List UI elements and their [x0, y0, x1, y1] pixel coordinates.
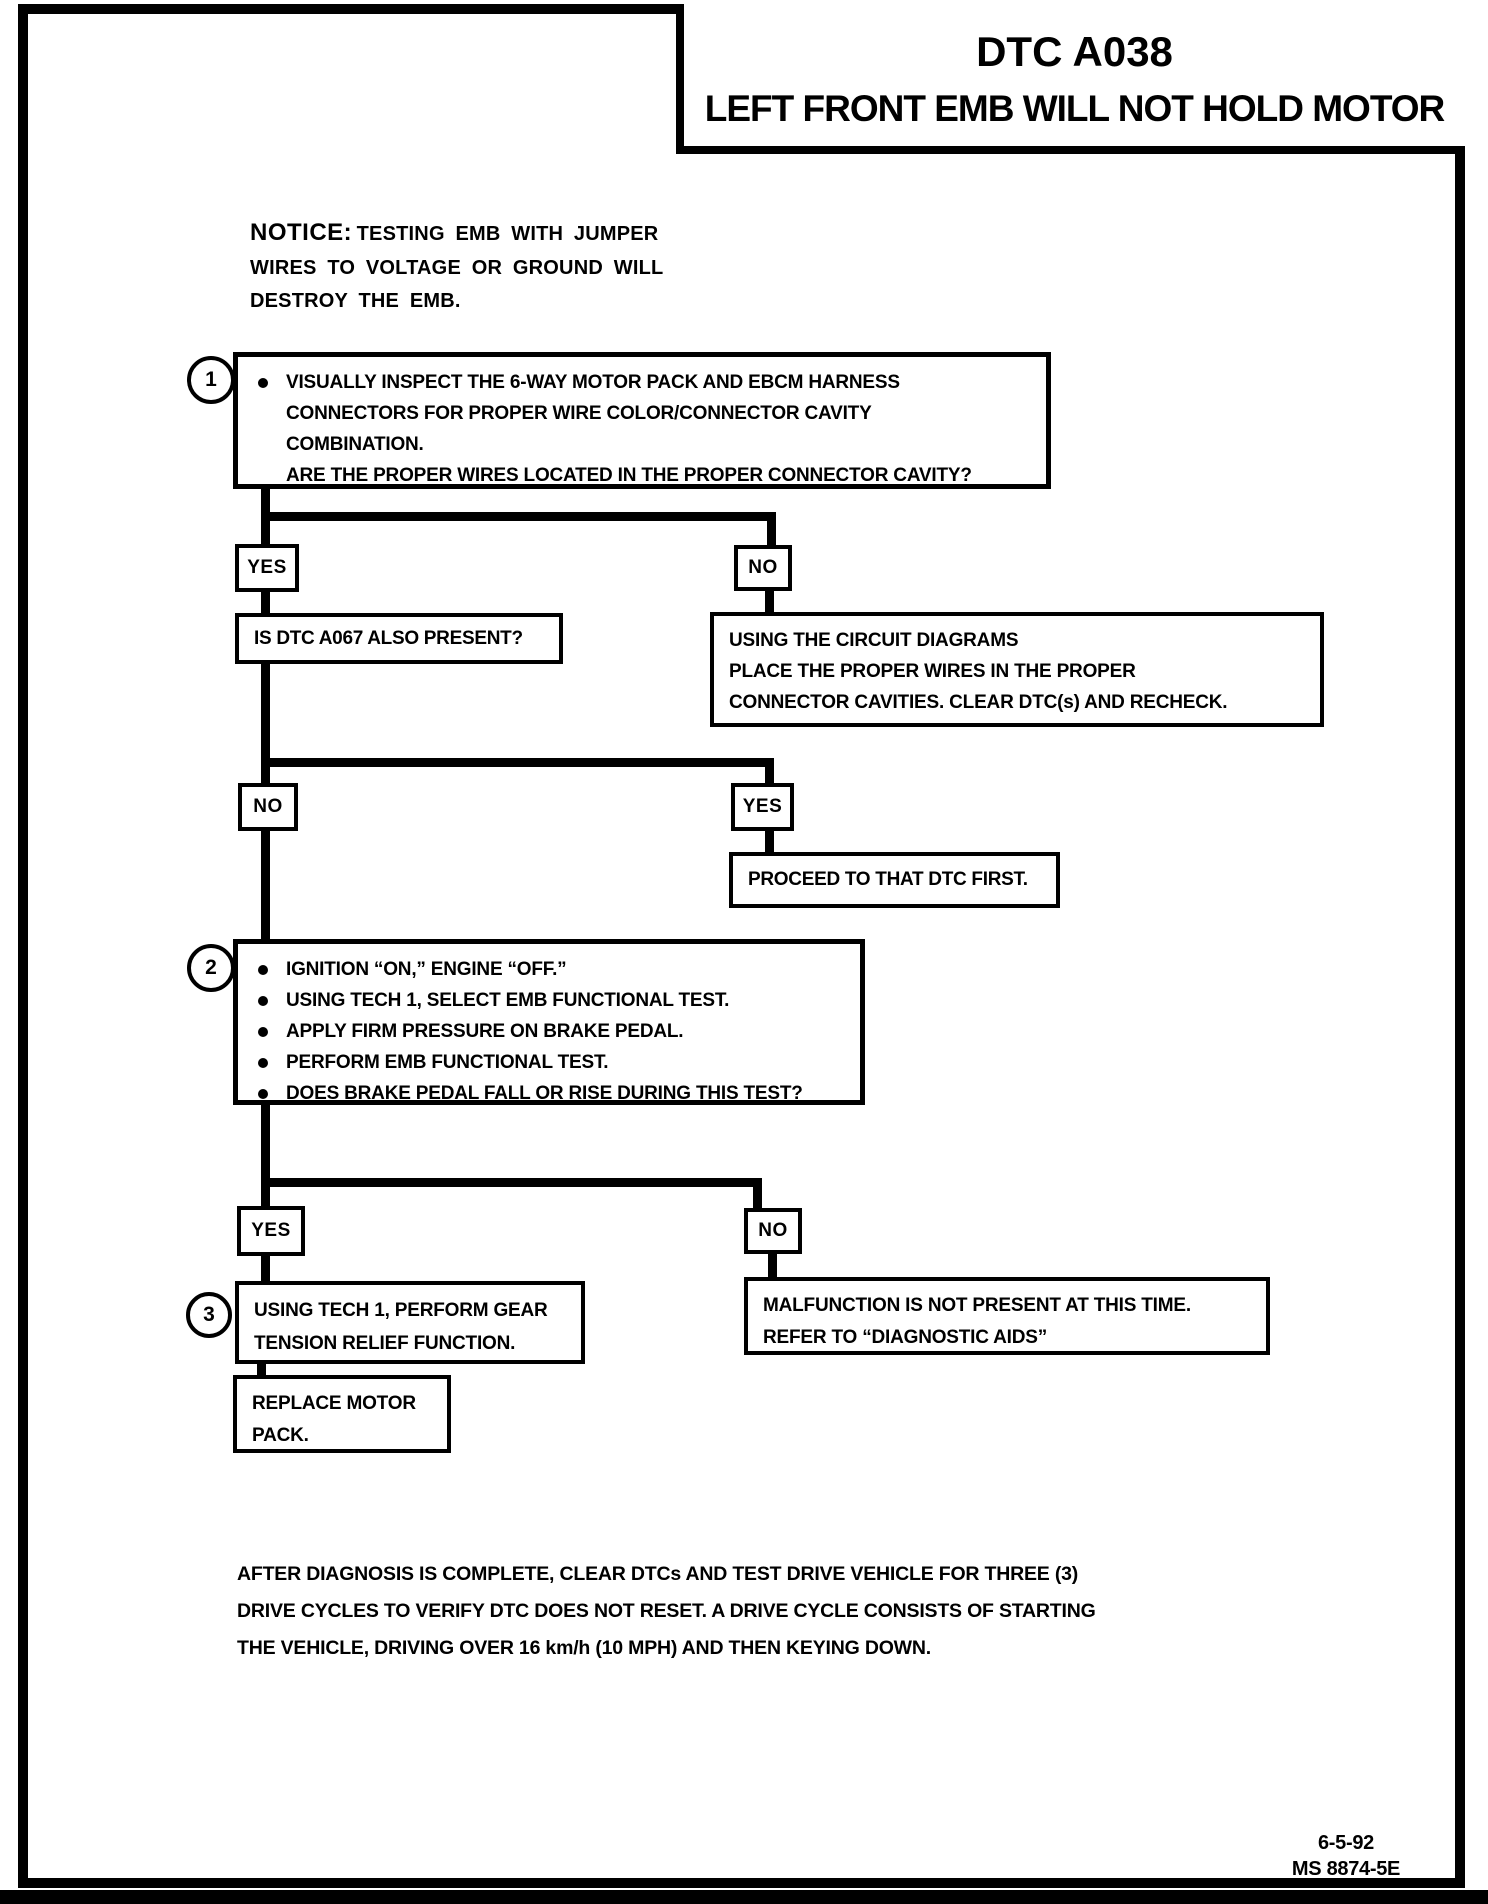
proceed-text: PROCEED TO THAT DTC FIRST.: [748, 869, 1028, 890]
step-2-bullet-4: PERFORM EMB FUNCTIONAL TEST.: [286, 1051, 609, 1073]
yes-label: YES: [247, 557, 287, 578]
bullet-icon: [258, 1026, 268, 1037]
footer-date: 6-5-92: [1317, 1832, 1374, 1854]
step-2-bullet-2: USING TECH 1, SELECT EMB FUNCTIONAL TEST…: [286, 989, 730, 1011]
dtc-code: DTC A038: [976, 28, 1173, 75]
bullet-icon: [258, 1088, 268, 1099]
branch-3-yes: YES: [237, 1206, 305, 1256]
step-3-box: USING TECH 1, PERFORM GEAR TENSION RELIE…: [235, 1281, 585, 1364]
step-1-line-2: CONNECTORS FOR PROPER WIRE COLOR/CONNECT…: [286, 402, 872, 424]
circuit-fix-line-2: PLACE THE PROPER WIRES IN THE PROPER: [729, 661, 1136, 682]
step-3-line-1: USING TECH 1, PERFORM GEAR: [254, 1300, 548, 1321]
connector-dtccheck-down: [261, 664, 270, 785]
bullet-icon: [258, 964, 268, 975]
notice-block: NOTICE: TESTING EMB WITH JUMPER WIRES TO…: [250, 216, 720, 318]
connector-yes3-stub: [261, 1256, 270, 1283]
connector-no2-down: [261, 831, 270, 941]
closing-line-2: DRIVE CYCLES TO VERIFY DTC DOES NOT RESE…: [237, 1600, 1096, 1622]
connector-step1-branch: [261, 512, 776, 521]
connector-yes2-stub-bottom: [765, 831, 774, 853]
step-1-line-3: COMBINATION.: [286, 433, 424, 455]
bullet-icon: [258, 377, 268, 388]
step-2-box: IGNITION “ON,” ENGINE “OFF.” USING TECH …: [233, 939, 865, 1105]
connector-step2-down: [261, 1105, 270, 1208]
proceed-box: PROCEED TO THAT DTC FIRST.: [729, 852, 1060, 908]
step-2-number-label: 2: [205, 956, 217, 979]
connector-no3-stub-top: [753, 1178, 762, 1209]
malfunction-box: MALFUNCTION IS NOT PRESENT AT THIS TIME.…: [744, 1277, 1270, 1355]
notice-line-3: DESTROY THE EMB.: [250, 290, 461, 312]
step-1-number-label: 1: [205, 368, 217, 391]
step-1-number: 1: [187, 356, 235, 404]
step-2-bullet-1: IGNITION “ON,” ENGINE “OFF.”: [286, 958, 567, 980]
branch-2-no: NO: [238, 783, 298, 831]
step-1-line-1: VISUALLY INSPECT THE 6-WAY MOTOR PACK AN…: [286, 371, 900, 393]
connector-step2-branch: [261, 1178, 762, 1187]
branch-2-yes: YES: [731, 783, 794, 831]
notice-line-1: TESTING EMB WITH JUMPER: [356, 223, 659, 245]
yes-label: YES: [251, 1220, 291, 1241]
branch-1-yes: YES: [235, 544, 299, 592]
no-label: NO: [253, 796, 283, 817]
bullet-icon: [258, 1057, 268, 1068]
no-label: NO: [758, 1220, 788, 1241]
replace-line-2: PACK.: [252, 1425, 309, 1446]
branch-3-no: NO: [744, 1208, 802, 1254]
step-1-question: ARE THE PROPER WIRES LOCATED IN THE PROP…: [286, 464, 972, 486]
dtc-a067-text: IS DTC A067 ALSO PRESENT?: [254, 627, 523, 649]
step-3-line-2: TENSION RELIEF FUNCTION.: [254, 1333, 516, 1354]
dtc-a067-box: IS DTC A067 ALSO PRESENT?: [235, 613, 563, 664]
replace-box: REPLACE MOTOR PACK.: [233, 1375, 451, 1453]
connector-no3-stub-bottom: [768, 1254, 777, 1279]
notice-line-2: WIRES TO VOLTAGE OR GROUND WILL: [250, 257, 664, 279]
circuit-fix-line-3: CONNECTOR CAVITIES. CLEAR DTC(s) AND REC…: [729, 692, 1228, 713]
connector-dtccheck-branch: [261, 758, 774, 767]
closing-line-1: AFTER DIAGNOSIS IS COMPLETE, CLEAR DTCs …: [237, 1563, 1079, 1585]
malfunction-line-1: MALFUNCTION IS NOT PRESENT AT THIS TIME.: [763, 1295, 1191, 1316]
step-1-box: VISUALLY INSPECT THE 6-WAY MOTOR PACK AN…: [233, 352, 1051, 489]
step-2-number: 2: [187, 944, 235, 992]
step-3-number-label: 3: [203, 1303, 215, 1326]
connector-yes2-stub-top: [765, 758, 774, 786]
bullet-icon: [258, 995, 268, 1006]
connector-replace-stub: [257, 1364, 266, 1376]
title-box: DTC A038 LEFT FRONT EMB WILL NOT HOLD MO…: [676, 4, 1465, 154]
replace-line-1: REPLACE MOTOR: [252, 1393, 416, 1414]
connector-no1-stub: [765, 591, 774, 614]
page-title: LEFT FRONT EMB WILL NOT HOLD MOTOR: [704, 88, 1446, 129]
connector-yes1-stub: [261, 592, 270, 615]
footer-block: 6-5-92 MS 8874-5E: [1258, 1830, 1434, 1882]
circuit-fix-box: USING THE CIRCUIT DIAGRAMS PLACE THE PRO…: [710, 612, 1324, 727]
notice-label: NOTICE:: [250, 219, 353, 246]
no-label: NO: [748, 557, 778, 578]
branch-1-no: NO: [734, 545, 792, 591]
connector-step1-no-stub: [767, 512, 776, 548]
footer-doc-number: MS 8874-5E: [1291, 1858, 1401, 1880]
malfunction-line-2: REFER TO “DIAGNOSTIC AIDS”: [763, 1327, 1048, 1348]
yes-label: YES: [742, 796, 783, 817]
closing-line-3: THE VEHICLE, DRIVING OVER 16 km/h (10 MP…: [237, 1637, 931, 1659]
step-2-bullet-3: APPLY FIRM PRESSURE ON BRAKE PEDAL.: [286, 1020, 684, 1042]
step-3-number: 3: [186, 1292, 232, 1338]
step-2-bullet-5: DOES BRAKE PEDAL FALL OR RISE DURING THI…: [286, 1082, 803, 1104]
scan-edge-bar: [0, 1890, 1488, 1904]
circuit-fix-line-1: USING THE CIRCUIT DIAGRAMS: [729, 630, 1019, 651]
closing-paragraph: AFTER DIAGNOSIS IS COMPLETE, CLEAR DTCs …: [237, 1556, 1197, 1667]
